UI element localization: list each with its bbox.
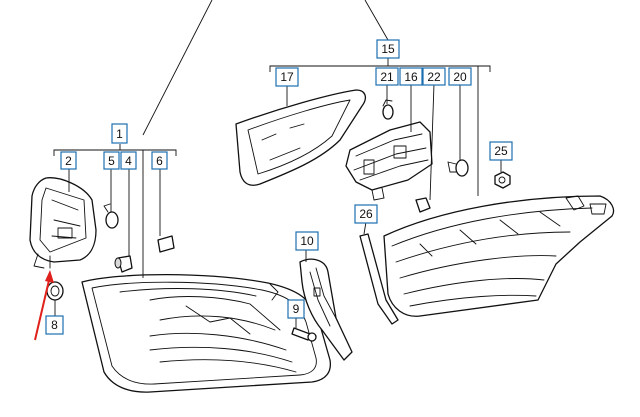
callout-6[interactable]: 6 <box>151 151 168 170</box>
seal-26 <box>359 221 399 325</box>
callout-22[interactable]: 22 <box>422 67 446 86</box>
callout-21[interactable]: 21 <box>375 67 399 86</box>
callout-8-label: 8 <box>51 318 58 332</box>
bulb-holder-16 <box>345 121 433 201</box>
bulb-21 <box>382 99 394 120</box>
grommet-8 <box>46 281 64 301</box>
nut-25 <box>494 160 511 189</box>
inner-tail-light <box>383 195 615 317</box>
callout-25-label: 25 <box>494 144 508 158</box>
callout-26[interactable]: 26 <box>354 204 378 224</box>
callout-20[interactable]: 20 <box>448 67 472 86</box>
bulb-5 <box>103 203 119 229</box>
callout-26-label: 26 <box>359 207 373 221</box>
callout-22-label: 22 <box>427 70 441 84</box>
callout-17-label: 17 <box>280 70 294 84</box>
callout-1[interactable]: 1 <box>111 123 128 144</box>
trim-panel-10 <box>299 250 353 361</box>
callout-1-label: 1 <box>116 127 123 141</box>
callout-6-label: 6 <box>156 154 163 168</box>
callout-9[interactable]: 9 <box>287 299 305 319</box>
indicator-arrow <box>34 270 54 341</box>
callout-4-label: 4 <box>125 154 132 168</box>
callout-16-label: 16 <box>404 70 418 84</box>
bulb-4 <box>114 255 133 273</box>
callout-15-label: 15 <box>381 42 395 56</box>
callout-9-label: 9 <box>293 302 300 316</box>
bulb-20 <box>447 159 469 177</box>
callout-15[interactable]: 15 <box>376 39 400 59</box>
callout-2-label: 2 <box>65 154 72 168</box>
callout-8[interactable]: 8 <box>45 315 64 335</box>
bracket-15 <box>269 58 491 201</box>
callout-10-label: 10 <box>300 234 314 248</box>
callout-5[interactable]: 5 <box>103 151 120 170</box>
callout-10[interactable]: 10 <box>295 231 319 251</box>
callout-16[interactable]: 16 <box>399 67 423 86</box>
callout-4[interactable]: 4 <box>120 151 137 170</box>
bulb-carrier <box>29 177 97 269</box>
callout-20-label: 20 <box>453 70 467 84</box>
bracket-1 <box>53 144 177 316</box>
outer-tail-light <box>81 273 332 393</box>
callout-2[interactable]: 2 <box>60 151 77 170</box>
top-leader-lines <box>142 0 389 136</box>
callout-17[interactable]: 17 <box>275 67 299 87</box>
callout-21-label: 21 <box>380 70 394 84</box>
bulb-6 <box>157 235 175 253</box>
screw-9 <box>291 318 317 342</box>
callout-25[interactable]: 25 <box>489 141 513 161</box>
bulb-22 <box>415 197 431 213</box>
gasket-17 <box>235 89 367 186</box>
callout-5-label: 5 <box>108 154 115 168</box>
